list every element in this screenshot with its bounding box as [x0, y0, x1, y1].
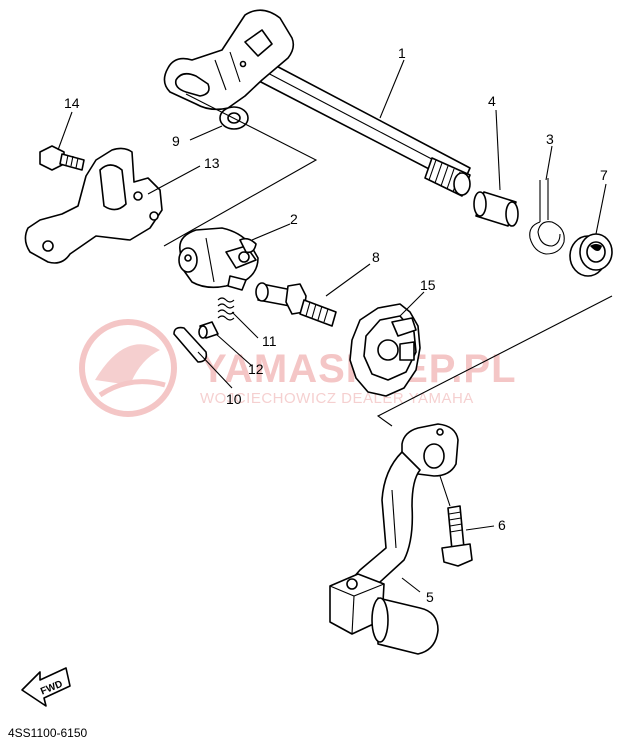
- assembly-guides: [163, 93, 613, 507]
- part-13-plate: [24, 147, 163, 264]
- callout-4: 4: [488, 93, 496, 109]
- part-1-shift-shaft: [163, 9, 471, 197]
- callout-13: 13: [204, 155, 220, 171]
- part-7-oil-seal: [569, 233, 613, 277]
- callout-6: 6: [498, 517, 506, 533]
- callout-9: 9: [172, 133, 180, 149]
- part-15-segment: [349, 303, 421, 397]
- callout-12: 12: [248, 361, 264, 377]
- callout-labels: 1 2 3 4 5 6 7 8 9 10 11 12 13 14 15: [64, 45, 608, 605]
- callout-3: 3: [546, 131, 554, 147]
- callout-2: 2: [290, 211, 298, 227]
- callout-14: 14: [64, 95, 80, 111]
- diagram-code: 4SS1100-6150: [8, 726, 88, 740]
- callout-11: 11: [262, 333, 277, 349]
- part-5-shift-pedal: [329, 423, 459, 655]
- fwd-arrow: FWD: [21, 667, 71, 707]
- callout-1: 1: [398, 45, 406, 61]
- part-11-spring: [217, 297, 235, 321]
- part-14-bolt: [39, 145, 85, 171]
- part-12-pin: [198, 321, 219, 339]
- part-6-pedal-bolt: [441, 505, 473, 567]
- part-10-roller: [173, 326, 208, 363]
- callout-8: 8: [372, 249, 380, 265]
- callout-15: 15: [420, 277, 436, 293]
- part-8-shaft-bolt: [255, 282, 337, 327]
- watermark-logo-icon: [79, 319, 177, 417]
- callout-10: 10: [226, 391, 242, 407]
- part-3-spring: [529, 178, 565, 255]
- part-4-collar: [473, 191, 519, 227]
- part-2-shift-lever: [178, 227, 259, 291]
- callout-5: 5: [426, 589, 434, 605]
- callout-7: 7: [600, 167, 608, 183]
- watermark: YAMASKLEP.PL WOJCIECHOWICZ DEALER YAMAHA: [79, 319, 516, 417]
- leader-lines: [57, 59, 607, 593]
